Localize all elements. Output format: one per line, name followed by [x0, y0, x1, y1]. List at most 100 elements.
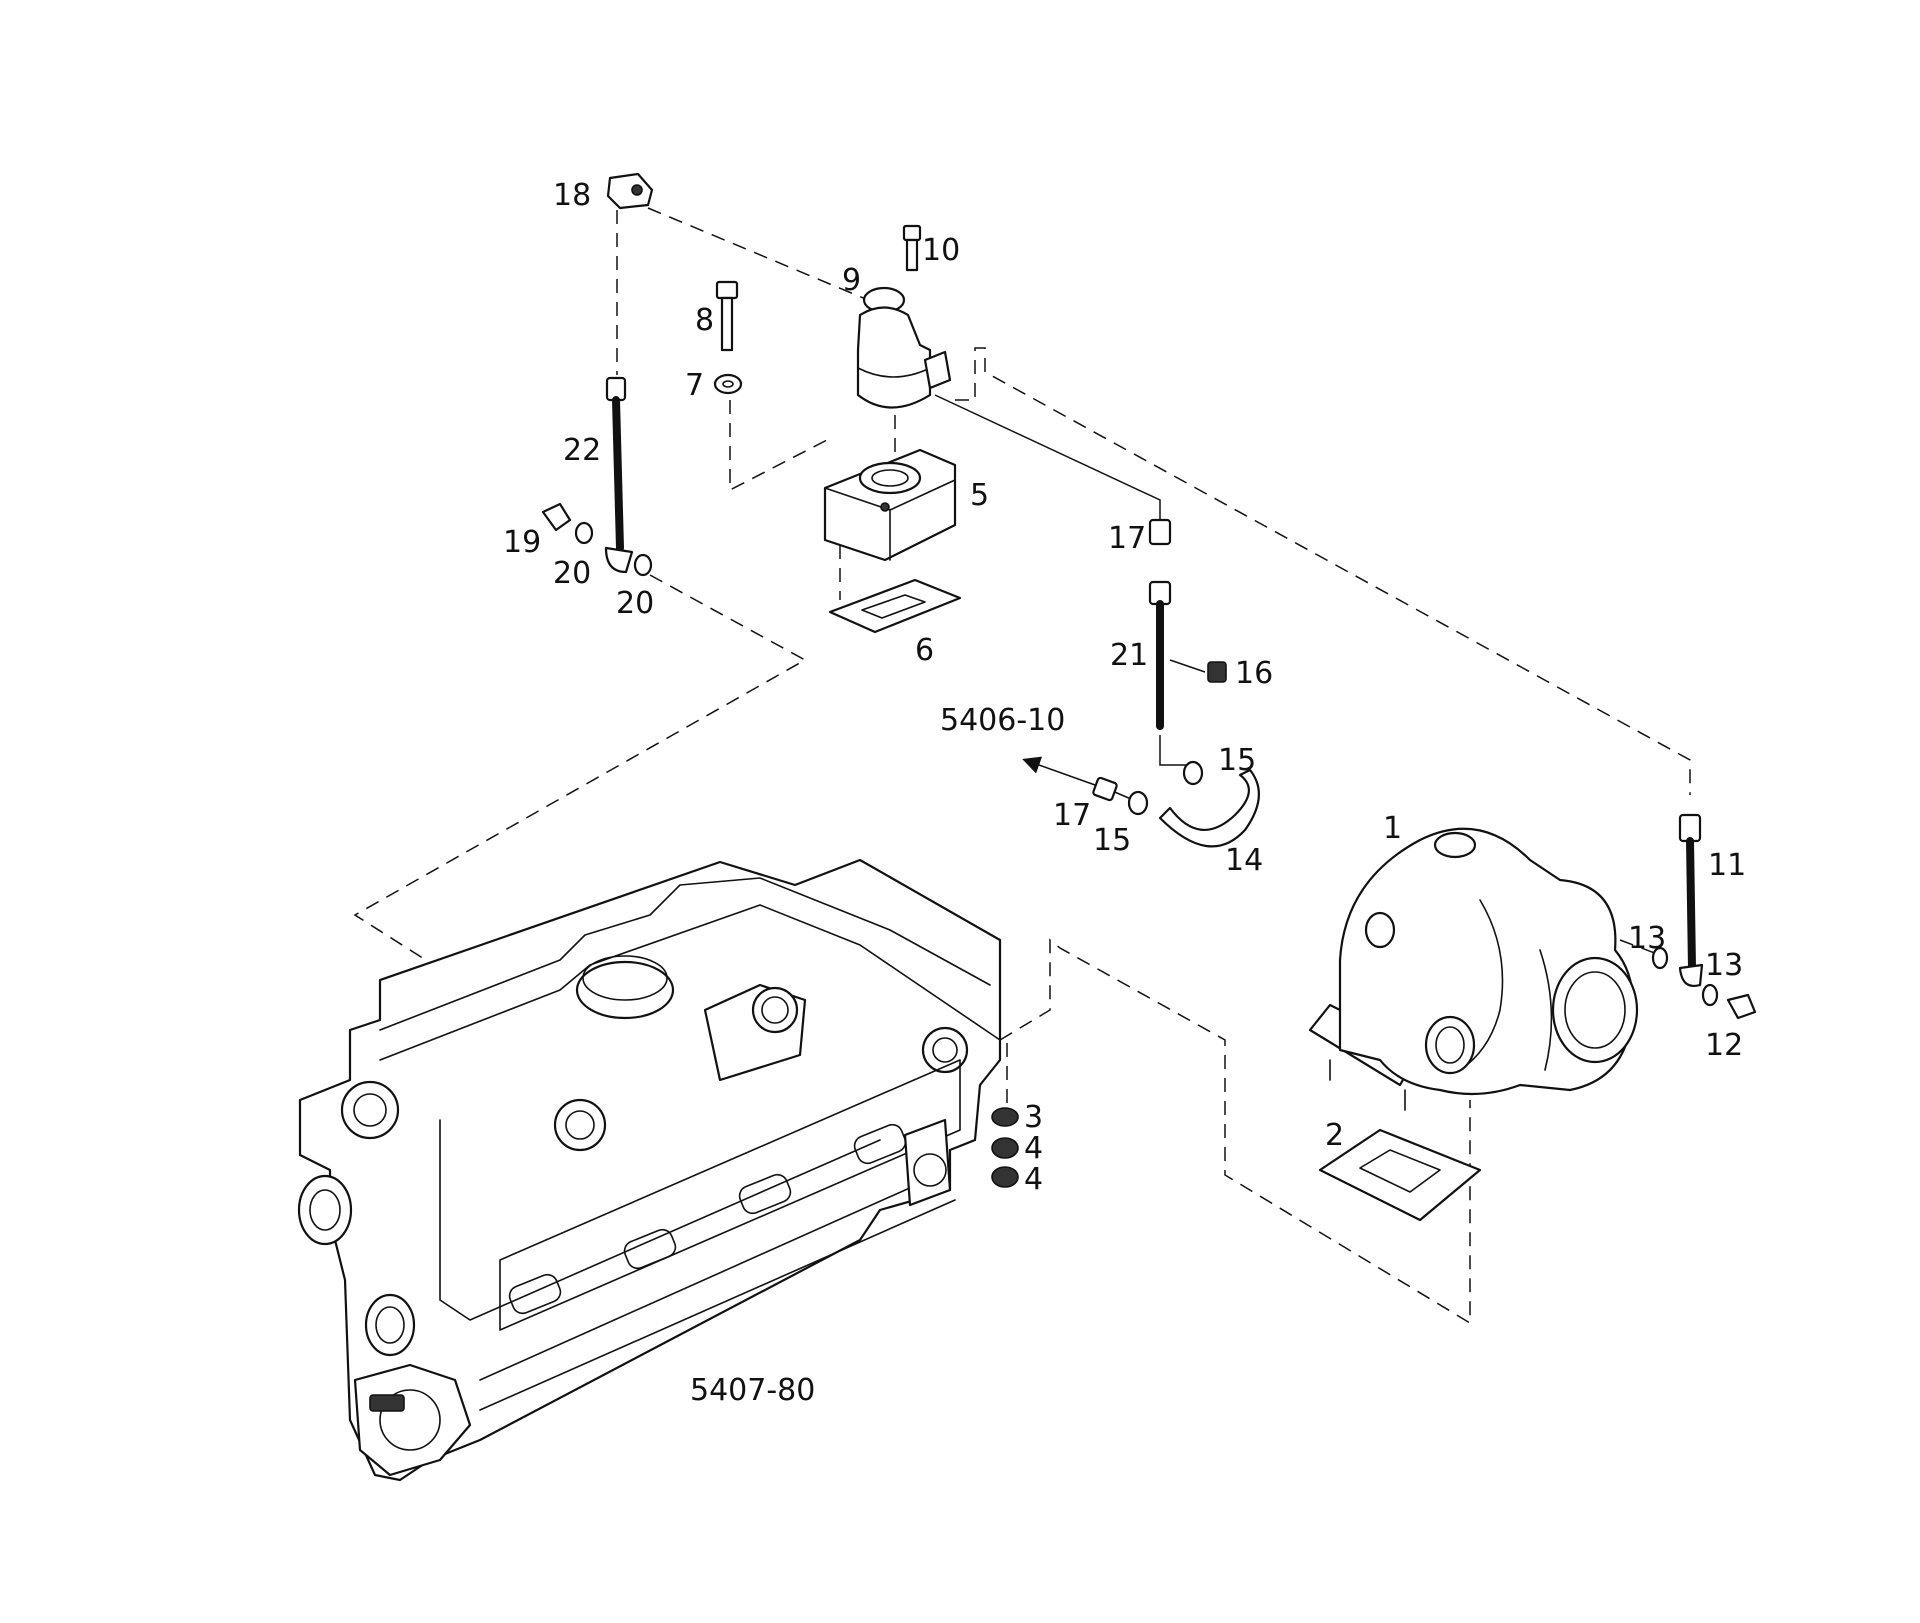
- coolant-outlet-3: [364, 1293, 416, 1357]
- nut-4a: [991, 1137, 1019, 1159]
- turbo-clamp: [1539, 949, 1553, 1071]
- bolt-10-head: [902, 224, 922, 242]
- pipe-22-icon: [604, 376, 634, 574]
- callout-7: 7: [685, 368, 704, 403]
- coolant-outlet-2-inner: [309, 1189, 341, 1231]
- seal-20b: [633, 553, 653, 577]
- callout-4a: 4: [1024, 1131, 1043, 1166]
- coolant-outlet-1: [340, 1080, 400, 1140]
- callout-15b: 15: [1093, 823, 1131, 858]
- block-lower-line-2: [479, 1199, 956, 1411]
- turbo-side-port: [1364, 911, 1396, 949]
- valve-9-ring: [857, 367, 931, 378]
- seal-13a: [1651, 946, 1669, 970]
- manifold-window-4: [853, 1123, 907, 1165]
- port-2: [553, 1098, 607, 1152]
- housing-5-hole: [880, 502, 890, 512]
- side-tube-end: [913, 1153, 947, 1187]
- callout-20a: 20: [553, 556, 591, 591]
- oil-return-arrow: [1022, 756, 1096, 786]
- pipe-21-icon: [1148, 580, 1172, 730]
- fitting-16: [1207, 661, 1227, 683]
- bolt-10-shank: [905, 238, 919, 272]
- leader-egr-to-11: [955, 347, 1691, 795]
- cylinder-head-top: [379, 877, 991, 1031]
- oil-filler-ring: [582, 955, 668, 1001]
- callout-21: 21: [1110, 638, 1148, 673]
- pipe-11-elbow: [1678, 963, 1704, 987]
- gasket-2: [1318, 1128, 1482, 1222]
- manifold-window-1: [508, 1273, 562, 1315]
- bolt-8-shank: [720, 296, 734, 352]
- turbo-outlet-inner: [1564, 971, 1626, 1049]
- housing-5-bore: [858, 461, 922, 495]
- leader-20-to-engine: [353, 574, 807, 986]
- banjo-18: [606, 172, 654, 210]
- callout-18: 18: [553, 178, 591, 213]
- callout-19: 19: [503, 525, 541, 560]
- port-1-inner: [761, 996, 789, 1024]
- valve-9-port: [923, 350, 952, 390]
- seal-15b: [1127, 790, 1149, 816]
- hose-14-icon: [1158, 768, 1260, 848]
- callout-13b: 13: [1705, 948, 1743, 983]
- seal-20a: [574, 521, 594, 545]
- callout-9: 9: [842, 263, 861, 298]
- port-2-inner: [565, 1110, 595, 1140]
- plug-12: [1726, 993, 1757, 1020]
- pump-housing: [353, 1363, 472, 1477]
- banjo-18-dot: [631, 184, 643, 196]
- gasket-2-window: [1359, 1149, 1441, 1193]
- seal-13b: [1701, 983, 1719, 1007]
- leader-21-to-16: [1169, 659, 1206, 673]
- leader-21-to-15: [1159, 735, 1190, 766]
- port-1: [751, 986, 799, 1034]
- port-3-inner: [932, 1037, 958, 1063]
- pipe-11-icon: [1678, 813, 1704, 987]
- turbo-gasket-icon: [1318, 1128, 1482, 1222]
- turbo-spiral: [1459, 899, 1504, 1071]
- gasket-6: [828, 578, 962, 634]
- bolt-8-head: [715, 280, 739, 300]
- pipe-11-tube: [1686, 837, 1696, 972]
- turbocharger-icon: [1308, 827, 1639, 1111]
- valve-9-body: [856, 306, 932, 409]
- callout-17a: 17: [1108, 521, 1146, 556]
- callout-5: 5: [970, 478, 989, 513]
- callout-6: 6: [915, 633, 934, 668]
- turbo-lower-port-inner: [1435, 1026, 1465, 1064]
- gasket-6-slot: [861, 594, 926, 619]
- coolant-outlet-2: [297, 1174, 353, 1246]
- callout-2: 2: [1325, 1118, 1344, 1153]
- hardware: [541, 172, 1757, 1188]
- egr-valve-icon: [856, 286, 952, 409]
- oil-filler-cap: [575, 960, 675, 1020]
- coolant-outlet-3-inner: [375, 1306, 405, 1344]
- egr-housing-icon: [823, 448, 962, 634]
- leader-engine-to-turbo: [999, 938, 1471, 1325]
- nut-4b: [991, 1166, 1019, 1188]
- callout-12: 12: [1705, 1028, 1743, 1063]
- callout-16: 16: [1235, 656, 1273, 691]
- callout-4b: 4: [1024, 1162, 1043, 1197]
- seal-15a: [1182, 760, 1204, 786]
- turbo-top-port: [1433, 831, 1477, 859]
- callout-8: 8: [695, 303, 714, 338]
- washer-3: [991, 1107, 1019, 1127]
- callout-17b: 17: [1053, 798, 1091, 833]
- housing-5: [823, 448, 957, 562]
- housing-5-bore-inner: [871, 469, 909, 487]
- leader-lines: [353, 207, 1691, 1325]
- fitting-17a: [1148, 518, 1172, 546]
- rocker-cover-edge: [379, 904, 1001, 1061]
- washer-7: [713, 373, 743, 395]
- callout-13a: 13: [1628, 921, 1666, 956]
- callout-15a: 15: [1218, 743, 1256, 778]
- section-references: 5406-10 5407-80: [690, 703, 1065, 1408]
- engine-block-icon: [297, 858, 1002, 1482]
- pump-pulley: [379, 1389, 441, 1451]
- manifold-flange: [499, 1059, 961, 1331]
- manifold-window-3: [738, 1173, 792, 1215]
- plug-19: [541, 502, 572, 532]
